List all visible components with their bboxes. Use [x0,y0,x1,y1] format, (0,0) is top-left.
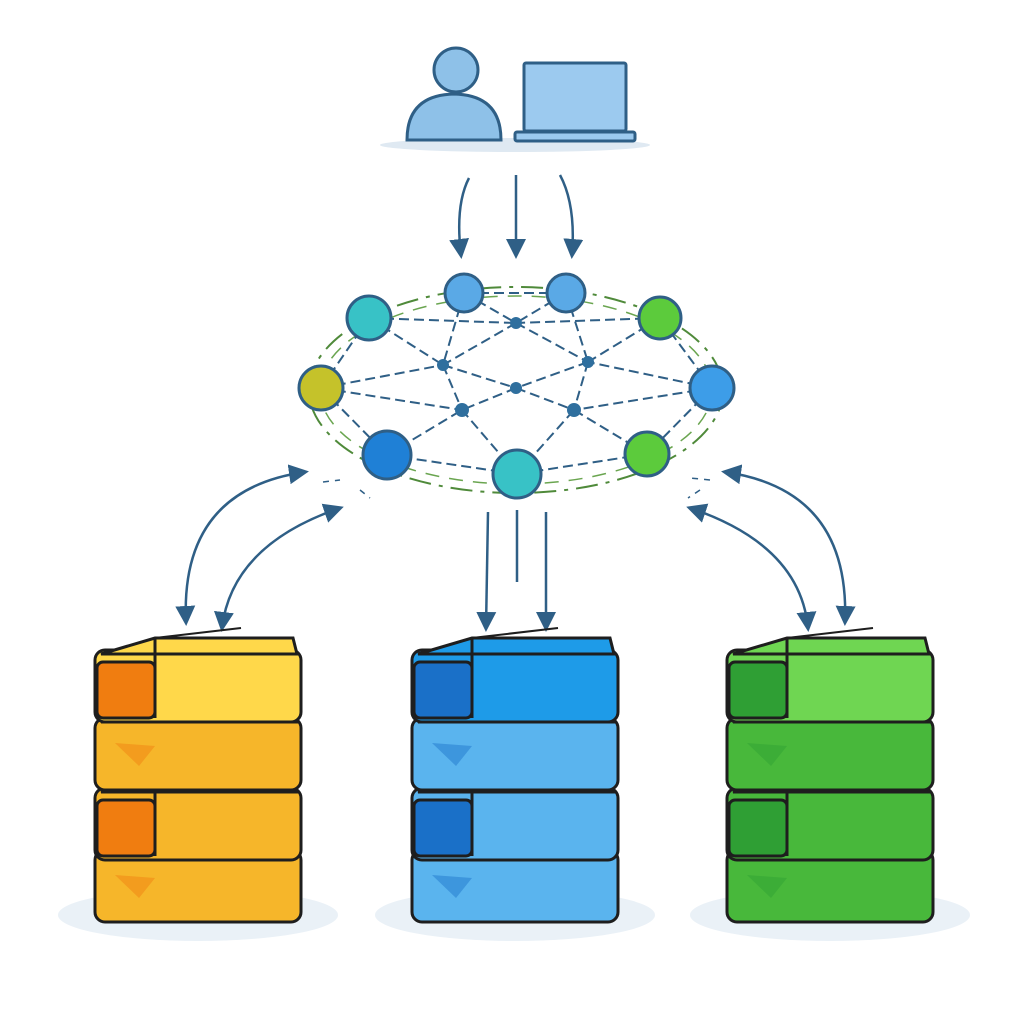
arrow-orange-inner [213,503,344,632]
mesh-outer-nodes [297,272,736,500]
network-node [297,364,345,412]
mesh-inner-nodes [437,317,594,417]
network-node [545,272,587,314]
network-node [688,364,736,412]
arrow-blue-left [476,511,497,632]
storage-arrows [175,464,856,632]
client-group [380,46,650,152]
network-node [361,429,413,481]
mesh-sparks [322,477,711,499]
arrow-green-inner [686,503,817,632]
arrow-green-outer [721,464,856,626]
network-node [637,295,683,341]
storage-stacks [58,627,970,941]
storage-block [410,627,620,724]
storage-block [725,627,935,724]
network-node [491,448,543,500]
orange-stack [58,627,338,941]
network-node [345,294,393,342]
arrow-right [558,174,584,259]
user-icon [405,46,503,142]
storage-block [93,627,303,724]
arrow-orange-outer [175,464,309,626]
network-node [623,430,671,478]
network-node [443,272,485,314]
blue-stack [375,627,655,941]
laptop-icon [513,61,637,143]
network-mesh [297,272,736,500]
client-arrows [449,174,584,259]
green-stack [690,627,970,941]
arrow-left [449,177,471,259]
